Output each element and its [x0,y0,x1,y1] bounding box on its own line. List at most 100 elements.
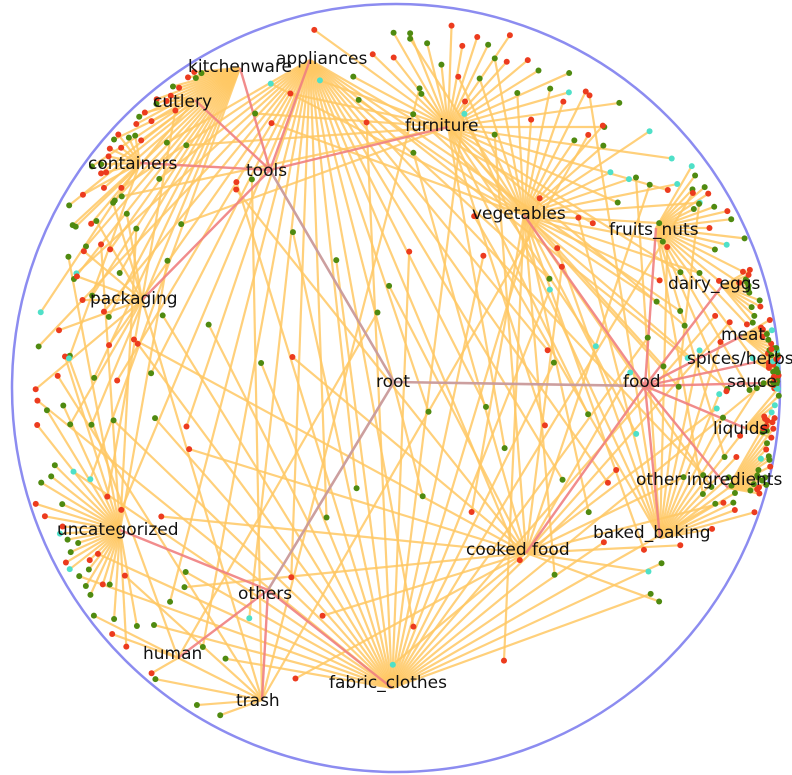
edge-others-category [119,528,269,592]
leaf-node [644,334,651,341]
leaf-node [770,373,777,380]
leaf-node [34,397,41,404]
leaf-edge [61,503,121,532]
leaf-edge [658,393,721,539]
node-label-cutlery: cutlery [153,92,212,112]
leaf-edge [255,112,449,129]
leaf-node [152,676,159,683]
leaf-node [32,500,39,507]
leaf-node [110,199,117,206]
leaf-node [121,572,128,579]
leaf-edge [44,515,121,532]
leaf-edge [69,529,121,571]
leaf-node [163,139,170,146]
leaf-node [640,546,647,553]
leaf-edge [117,133,141,164]
leaf-edge [99,244,122,531]
leaf-edge [588,95,662,539]
leaf-node [753,385,760,392]
leaf-node [462,98,469,105]
leaf-edge [502,214,526,661]
leaf-edge [89,529,122,596]
leaf-node [763,422,770,429]
leaf-edge [493,58,526,216]
leaf-node [751,509,758,516]
leaf-edge [97,552,393,690]
leaf-node [406,248,413,255]
leaf-edge [69,299,143,425]
leaf-node [461,110,468,117]
leaf-edge [446,126,546,426]
leaf-node [148,118,155,125]
leaf-node [410,111,417,118]
leaf-edge [655,227,748,326]
leaf-edge [523,124,604,216]
leaf-node [633,430,640,437]
leaf-edge [523,214,680,388]
leaf-node [762,474,769,481]
leaf-node [485,41,492,48]
leaf-node [656,277,663,284]
leaf-edge [335,259,394,689]
leaf-node [646,181,653,188]
leaf-node [438,61,445,68]
node-label-uncategorized: uncategorized [57,520,179,540]
leaf-node [774,385,781,392]
leaf-edge [463,113,661,539]
edge-tools-category [141,169,271,301]
leaf-node [183,142,190,149]
leaf-edge [166,59,311,144]
leaf-node [98,170,105,177]
leaf-node [258,359,265,366]
leaf-node [62,559,69,566]
leaf-edge [741,318,771,337]
leaf-node [688,163,695,170]
leaf-edge [270,82,525,216]
node-label-food: food [623,372,661,392]
leaf-node [546,286,553,293]
leaf-edge [412,152,528,554]
leaf-node [751,312,758,319]
leaf-node [418,90,425,97]
leaf-edge [525,551,649,573]
leaf-node [677,542,684,549]
node-labels: root tools food others kitchenware appli… [57,49,792,711]
leaf-node [88,421,95,428]
node-label-other-ingredients: other ingredients [636,470,782,490]
leaf-node [88,163,95,170]
leaf-node [133,622,140,629]
leaf-node [604,479,611,486]
leaf-node [728,216,735,223]
node-label-tools: tools [246,161,287,181]
leaf-node [748,304,755,311]
leaf-edge [525,544,681,555]
leaf-node [711,246,718,253]
leaf-node [100,184,107,191]
edge-food-category [644,285,723,387]
leaf-node [82,582,89,589]
leaf-node [191,69,198,76]
leaf-node [73,273,80,280]
leaf-edge [82,162,141,196]
leaf-edge [523,214,638,435]
edge-food-category [643,227,658,387]
leaf-edge [161,515,527,555]
node-label-containers: containers [88,154,178,174]
leaf-edge [309,59,564,481]
leaf-node [59,523,66,530]
leaf-node [153,96,160,103]
leaf-node [181,584,188,591]
leaf-node [118,144,125,151]
leaf-node [625,176,632,183]
leaf-node [627,369,634,376]
leaf-node [536,195,543,202]
leaf-edge [78,575,393,690]
leaf-node [571,137,578,144]
leaf-node [731,490,738,497]
leaf-edge [525,501,724,555]
leaf-edge [291,231,394,689]
node-label-fabric-clothes: fabric_clothes [329,673,447,693]
leaf-node [491,131,498,138]
leaf-edge [40,481,121,531]
